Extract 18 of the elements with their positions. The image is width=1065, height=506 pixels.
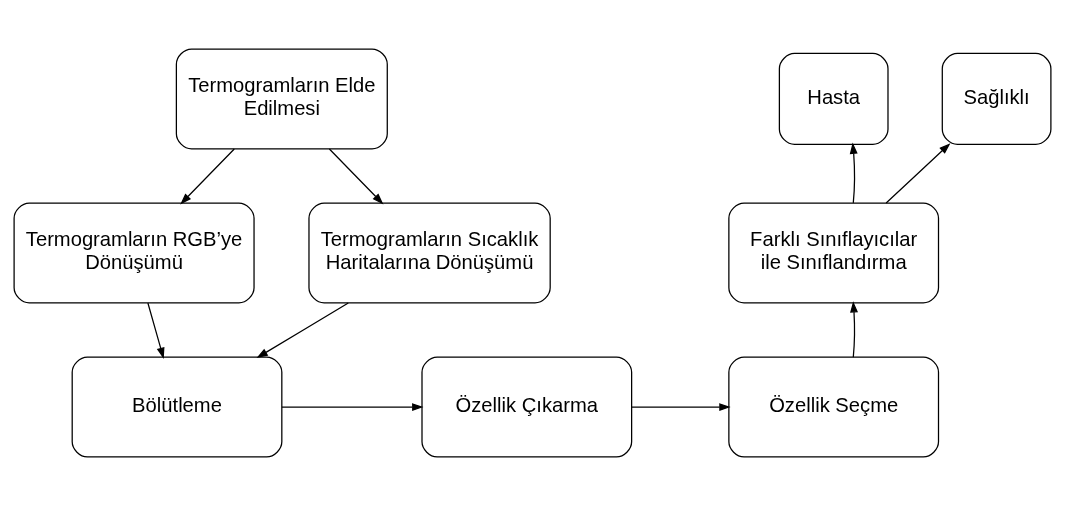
arrow — [885, 143, 951, 204]
node-box: Sağlıklı — [941, 52, 1052, 146]
node-box: Özellik Seçme — [728, 356, 940, 458]
arrow — [281, 403, 424, 412]
arrow — [328, 148, 384, 205]
node-box: Termogramların RGB’ye Dönüşümü — [13, 202, 255, 304]
node-box: Hasta — [778, 52, 889, 146]
arrow — [850, 301, 858, 358]
node-box: Bölütleme — [71, 356, 283, 458]
arrow — [180, 148, 235, 205]
node-box: Farklı Sınıflayıcılar ile Sınıflandırma — [728, 202, 940, 304]
arrow — [256, 302, 349, 359]
node-box: Termogramların Sıcaklık Haritalarına Dönüşümü — [308, 202, 551, 304]
node-box: Termogramların Elde Edilmesi — [175, 48, 388, 150]
arrow — [631, 403, 731, 412]
arrow — [147, 302, 165, 359]
node-box: Özellik Çıkarma — [421, 356, 633, 458]
arrow — [849, 142, 858, 204]
